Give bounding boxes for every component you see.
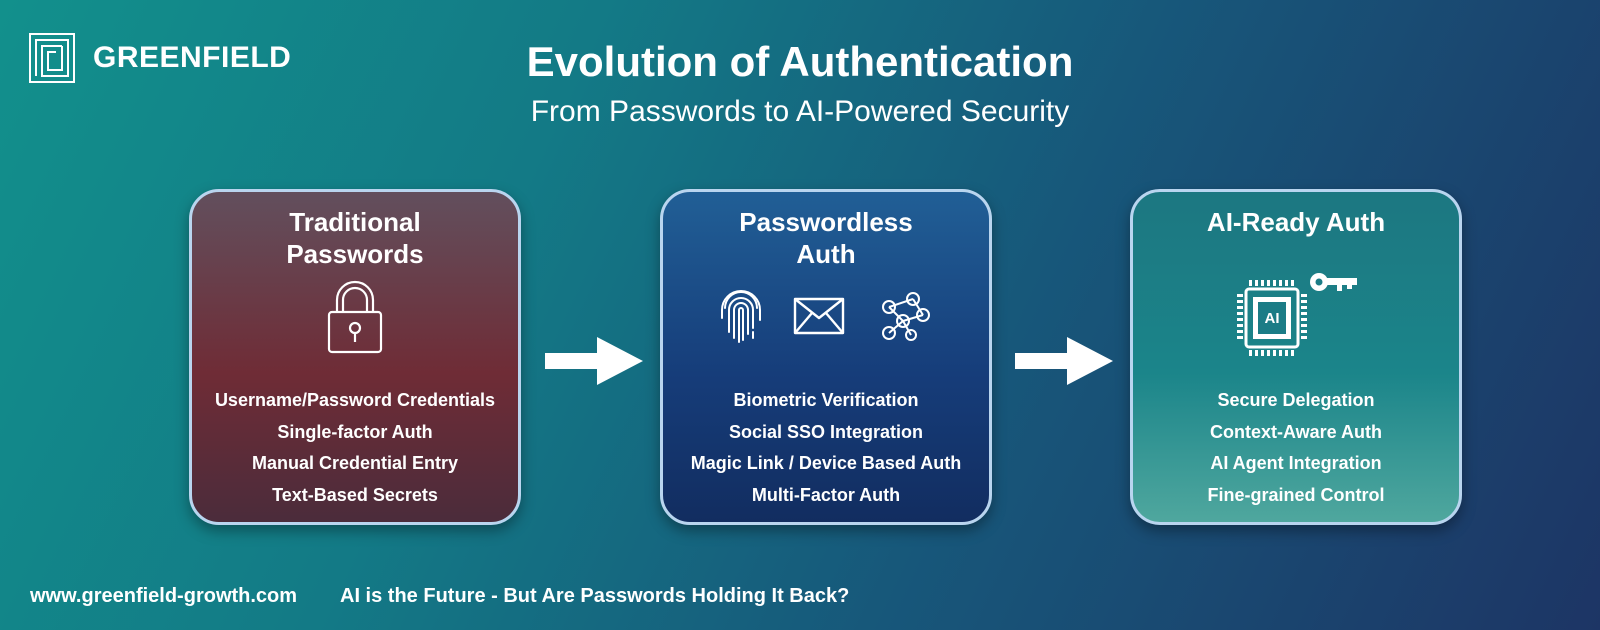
page-subtitle: From Passwords to AI-Powered Security xyxy=(530,95,1070,128)
stage-title-line: Passwordless xyxy=(739,207,913,237)
arrow-right-icon xyxy=(1015,337,1113,385)
brand-logo: GREENFIELD xyxy=(29,33,291,83)
stage-title: Traditional Passwords xyxy=(192,206,518,270)
stage-card-passwordless-auth: Passwordless Auth xyxy=(660,189,992,525)
stage-title-line: AI-Ready Auth xyxy=(1206,207,1386,237)
stage-feature: Fine-grained Control xyxy=(1207,484,1385,505)
ai-chip-key-icon: AI xyxy=(1237,273,1357,356)
stage-feature-list: Biometric Verification Social SSO Integr… xyxy=(663,385,989,511)
stage-title: AI-Ready Auth xyxy=(1133,206,1459,238)
stage-icons: AI xyxy=(1133,273,1459,356)
stage-feature-list: Username/Password Credentials Single-fac… xyxy=(192,385,518,511)
stage-feature-list: Secure Delegation Context-Aware Auth AI … xyxy=(1133,385,1459,511)
stage-feature: Biometric Verification xyxy=(733,390,919,410)
square-spiral-logo-icon xyxy=(29,33,75,83)
stage-title-line: Traditional xyxy=(289,207,421,237)
stage-title-line: Passwords xyxy=(286,239,424,269)
stage-feature: Text-Based Secrets xyxy=(272,484,438,505)
stage-feature: Username/Password Credentials xyxy=(214,390,496,410)
footer-tagline: AI is the Future - But Are Passwords Hol… xyxy=(340,585,850,607)
envelope-icon xyxy=(793,297,845,335)
stage-feature: Manual Credential Entry xyxy=(251,453,459,473)
stage-feature: Social SSO Integration xyxy=(728,421,924,442)
padlock-icon xyxy=(327,280,383,354)
stage-feature: Single-factor Auth xyxy=(277,421,433,442)
stage-feature: AI Agent Integration xyxy=(1210,453,1382,473)
page-title: Evolution of Authentication xyxy=(526,38,1074,85)
brand-name: GREENFIELD xyxy=(93,41,292,74)
stage-icons xyxy=(192,276,518,356)
chip-label: AI xyxy=(1265,310,1280,327)
fingerprint-icon xyxy=(721,290,761,343)
stage-feature: Multi-Factor Auth xyxy=(751,484,901,505)
stage-title: Passwordless Auth xyxy=(663,206,989,270)
arrow-right-icon xyxy=(545,337,643,385)
header: Evolution of Authentication From Passwor… xyxy=(0,36,1600,132)
stage-feature: Secure Delegation xyxy=(1217,390,1375,410)
stage-title-line: Auth xyxy=(796,239,856,269)
stage-feature: Context-Aware Auth xyxy=(1209,421,1382,442)
stage-icons xyxy=(663,276,989,356)
stage-feature: Magic Link / Device Based Auth xyxy=(690,453,962,473)
user-network-icon xyxy=(882,292,930,341)
stage-card-ai-ready-auth: AI-Ready Auth AI Secure Delegation C xyxy=(1130,189,1462,525)
stage-card-traditional-passwords: Traditional Passwords Username/Password … xyxy=(189,189,521,525)
footer-url: www.greenfield-growth.com xyxy=(30,585,298,607)
